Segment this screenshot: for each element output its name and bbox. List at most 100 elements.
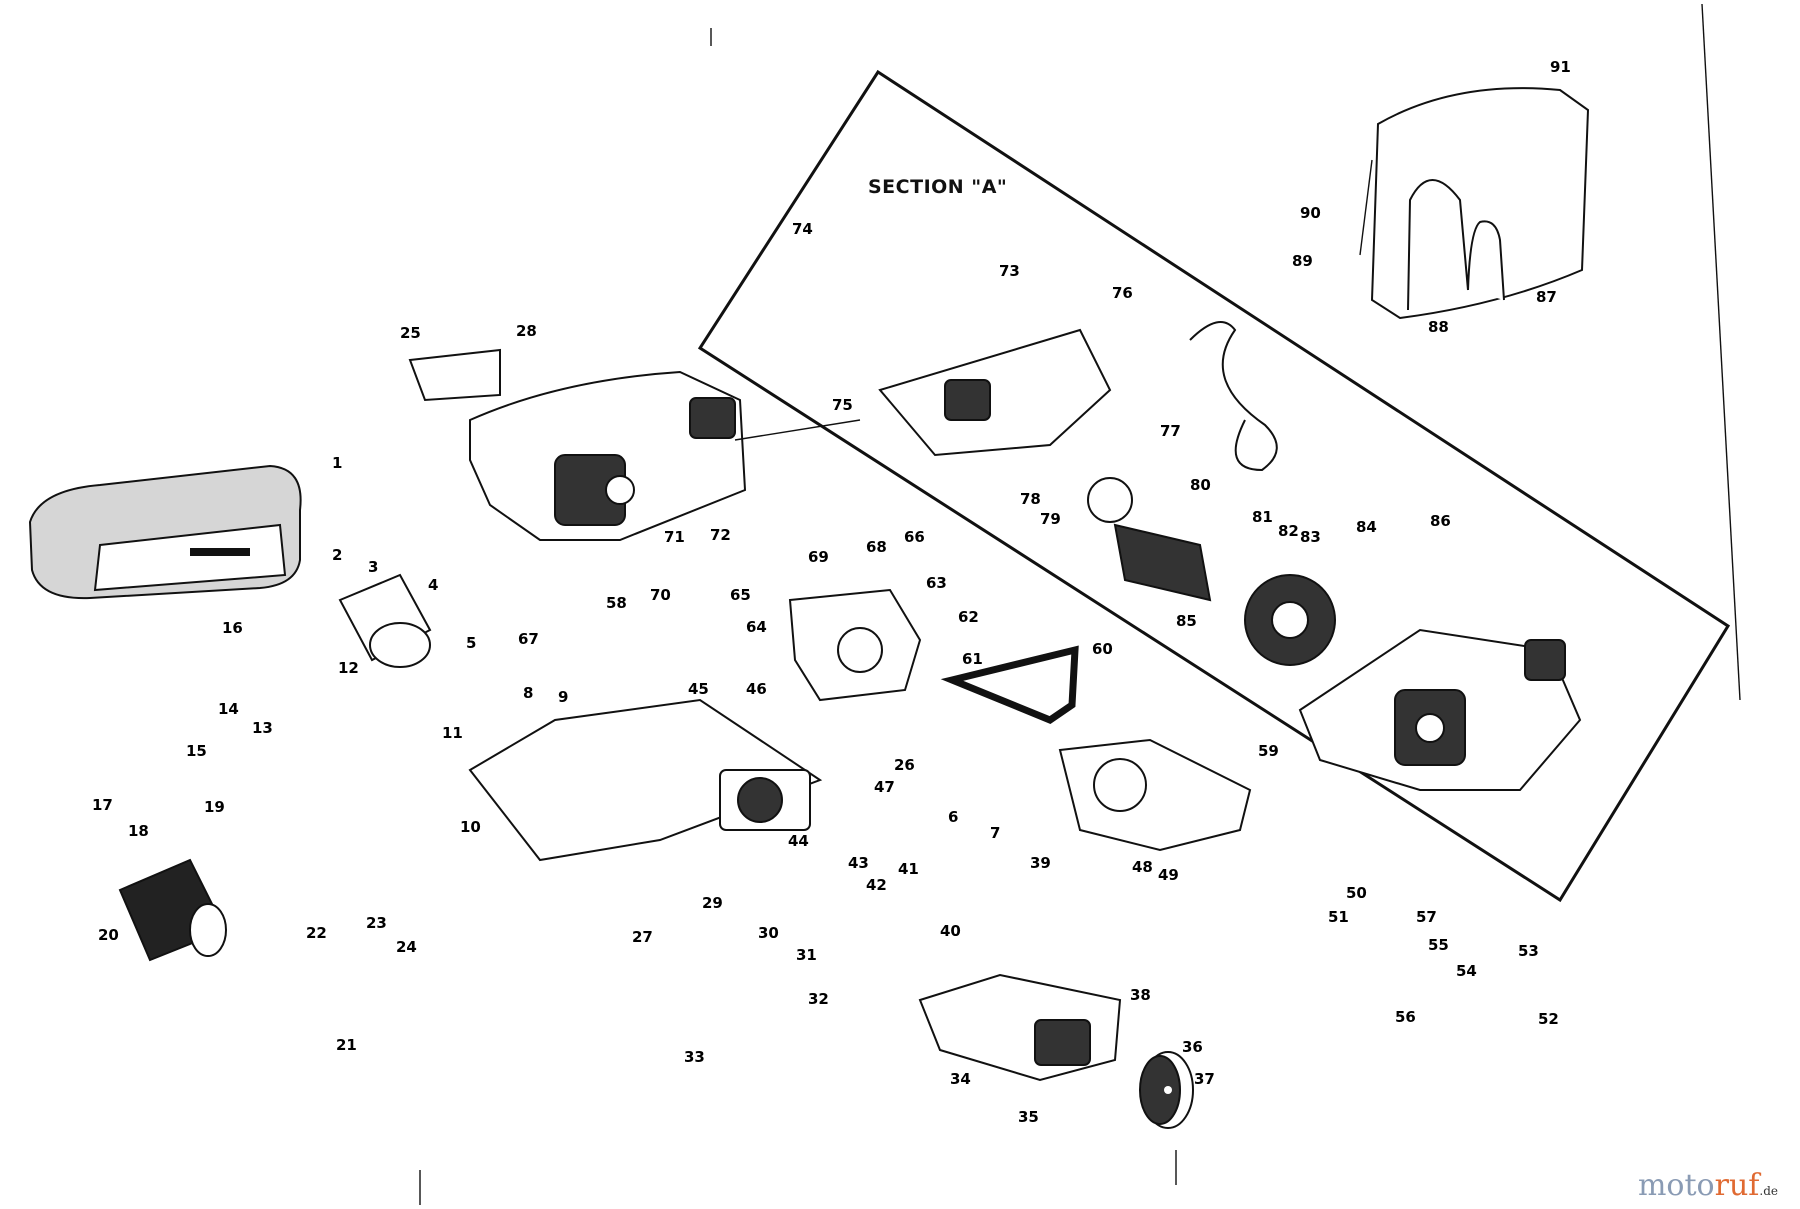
label-48: 48 [1132,858,1153,876]
label-44: 44 [788,832,809,850]
label-46: 46 [746,680,767,698]
roller-tube [338,573,432,668]
label-7: 7 [990,824,1000,842]
label-39: 39 [1030,854,1051,872]
watermark-brand-b: ruf [1714,1168,1760,1203]
label-56: 56 [1395,1008,1416,1026]
label-65: 65 [730,586,751,604]
label-73: 73 [999,262,1020,280]
label-88: 88 [1428,318,1449,336]
label-89: 89 [1292,252,1313,270]
label-84: 84 [1356,518,1377,536]
drive-pulley [1139,1051,1194,1129]
label-19: 19 [204,798,225,816]
label-87: 87 [1536,288,1557,306]
label-81: 81 [1252,508,1273,526]
label-38: 38 [1130,986,1151,1004]
section-a-frame [697,69,1731,903]
label-69: 69 [808,548,829,566]
label-18: 18 [128,822,149,840]
front-roller [118,858,227,962]
label-90: 90 [1300,204,1321,222]
label-91: 91 [1550,58,1571,76]
label-79: 79 [1040,510,1061,528]
label-63: 63 [926,574,947,592]
label-43: 43 [848,854,869,872]
sanding-belt [28,464,302,600]
label-77: 77 [1160,422,1181,440]
label-68: 68 [866,538,887,556]
label-40: 40 [940,922,961,940]
label-10: 10 [460,818,481,836]
label-30: 30 [758,924,779,942]
watermark-tld: .de [1759,1184,1778,1198]
label-75: 75 [832,396,853,414]
label-31: 31 [796,946,817,964]
label-66: 66 [904,528,925,546]
label-85: 85 [1176,612,1197,630]
label-53: 53 [1518,942,1539,960]
label-72: 72 [710,526,731,544]
label-76: 76 [1112,284,1133,302]
label-26: 26 [894,756,915,774]
label-1: 1 [332,454,342,472]
base-platen [468,698,823,862]
label-27: 27 [632,928,653,946]
label-41: 41 [898,860,919,878]
label-60: 60 [1092,640,1113,658]
section-a-housing [1298,628,1582,791]
label-74: 74 [792,220,813,238]
label-54: 54 [1456,962,1477,980]
label-5: 5 [466,634,476,652]
label-12: 12 [338,659,359,677]
label-36: 36 [1182,1038,1203,1056]
label-28: 28 [516,322,537,340]
section-title: SECTION "A" [868,176,1008,198]
label-82: 82 [1278,522,1299,540]
label-24: 24 [396,938,417,956]
label-71: 71 [664,528,685,546]
label-59: 59 [1258,742,1279,760]
label-16: 16 [222,619,243,637]
label-17: 17 [92,796,113,814]
label-3: 3 [368,558,378,576]
label-58: 58 [606,594,627,612]
label-8: 8 [523,684,533,702]
label-4: 4 [428,576,438,594]
gear-cover [788,588,922,702]
label-6: 6 [948,808,958,826]
label-13: 13 [252,719,273,737]
label-23: 23 [366,914,387,932]
label-52: 52 [1538,1010,1559,1028]
label-42: 42 [866,876,887,894]
label-32: 32 [808,990,829,1008]
label-20: 20 [98,926,119,944]
upper-housing [469,370,861,541]
power-cord [1189,321,1278,472]
label-70: 70 [650,586,671,604]
label-15: 15 [186,742,207,760]
label-33: 33 [684,1048,705,1066]
label-67: 67 [518,630,539,648]
dust-bag [1359,87,1590,320]
label-86: 86 [1430,512,1451,530]
label-50: 50 [1346,884,1367,902]
label-49: 49 [1158,866,1179,884]
label-55: 55 [1428,936,1449,954]
label-62: 62 [958,608,979,626]
label-21: 21 [336,1036,357,1054]
watermark: motoruf.de [1638,1168,1778,1203]
label-51: 51 [1328,908,1349,926]
label-14: 14 [218,700,239,718]
label-35: 35 [1018,1108,1039,1126]
label-22: 22 [306,924,327,942]
label-57: 57 [1416,908,1437,926]
watermark-brand-a: moto [1637,1168,1715,1203]
cover-plate [408,348,501,402]
label-78: 78 [1020,490,1041,508]
label-34: 34 [950,1070,971,1088]
label-37: 37 [1194,1070,1215,1088]
label-61: 61 [962,650,983,668]
section-a-frame-part [878,328,1112,457]
